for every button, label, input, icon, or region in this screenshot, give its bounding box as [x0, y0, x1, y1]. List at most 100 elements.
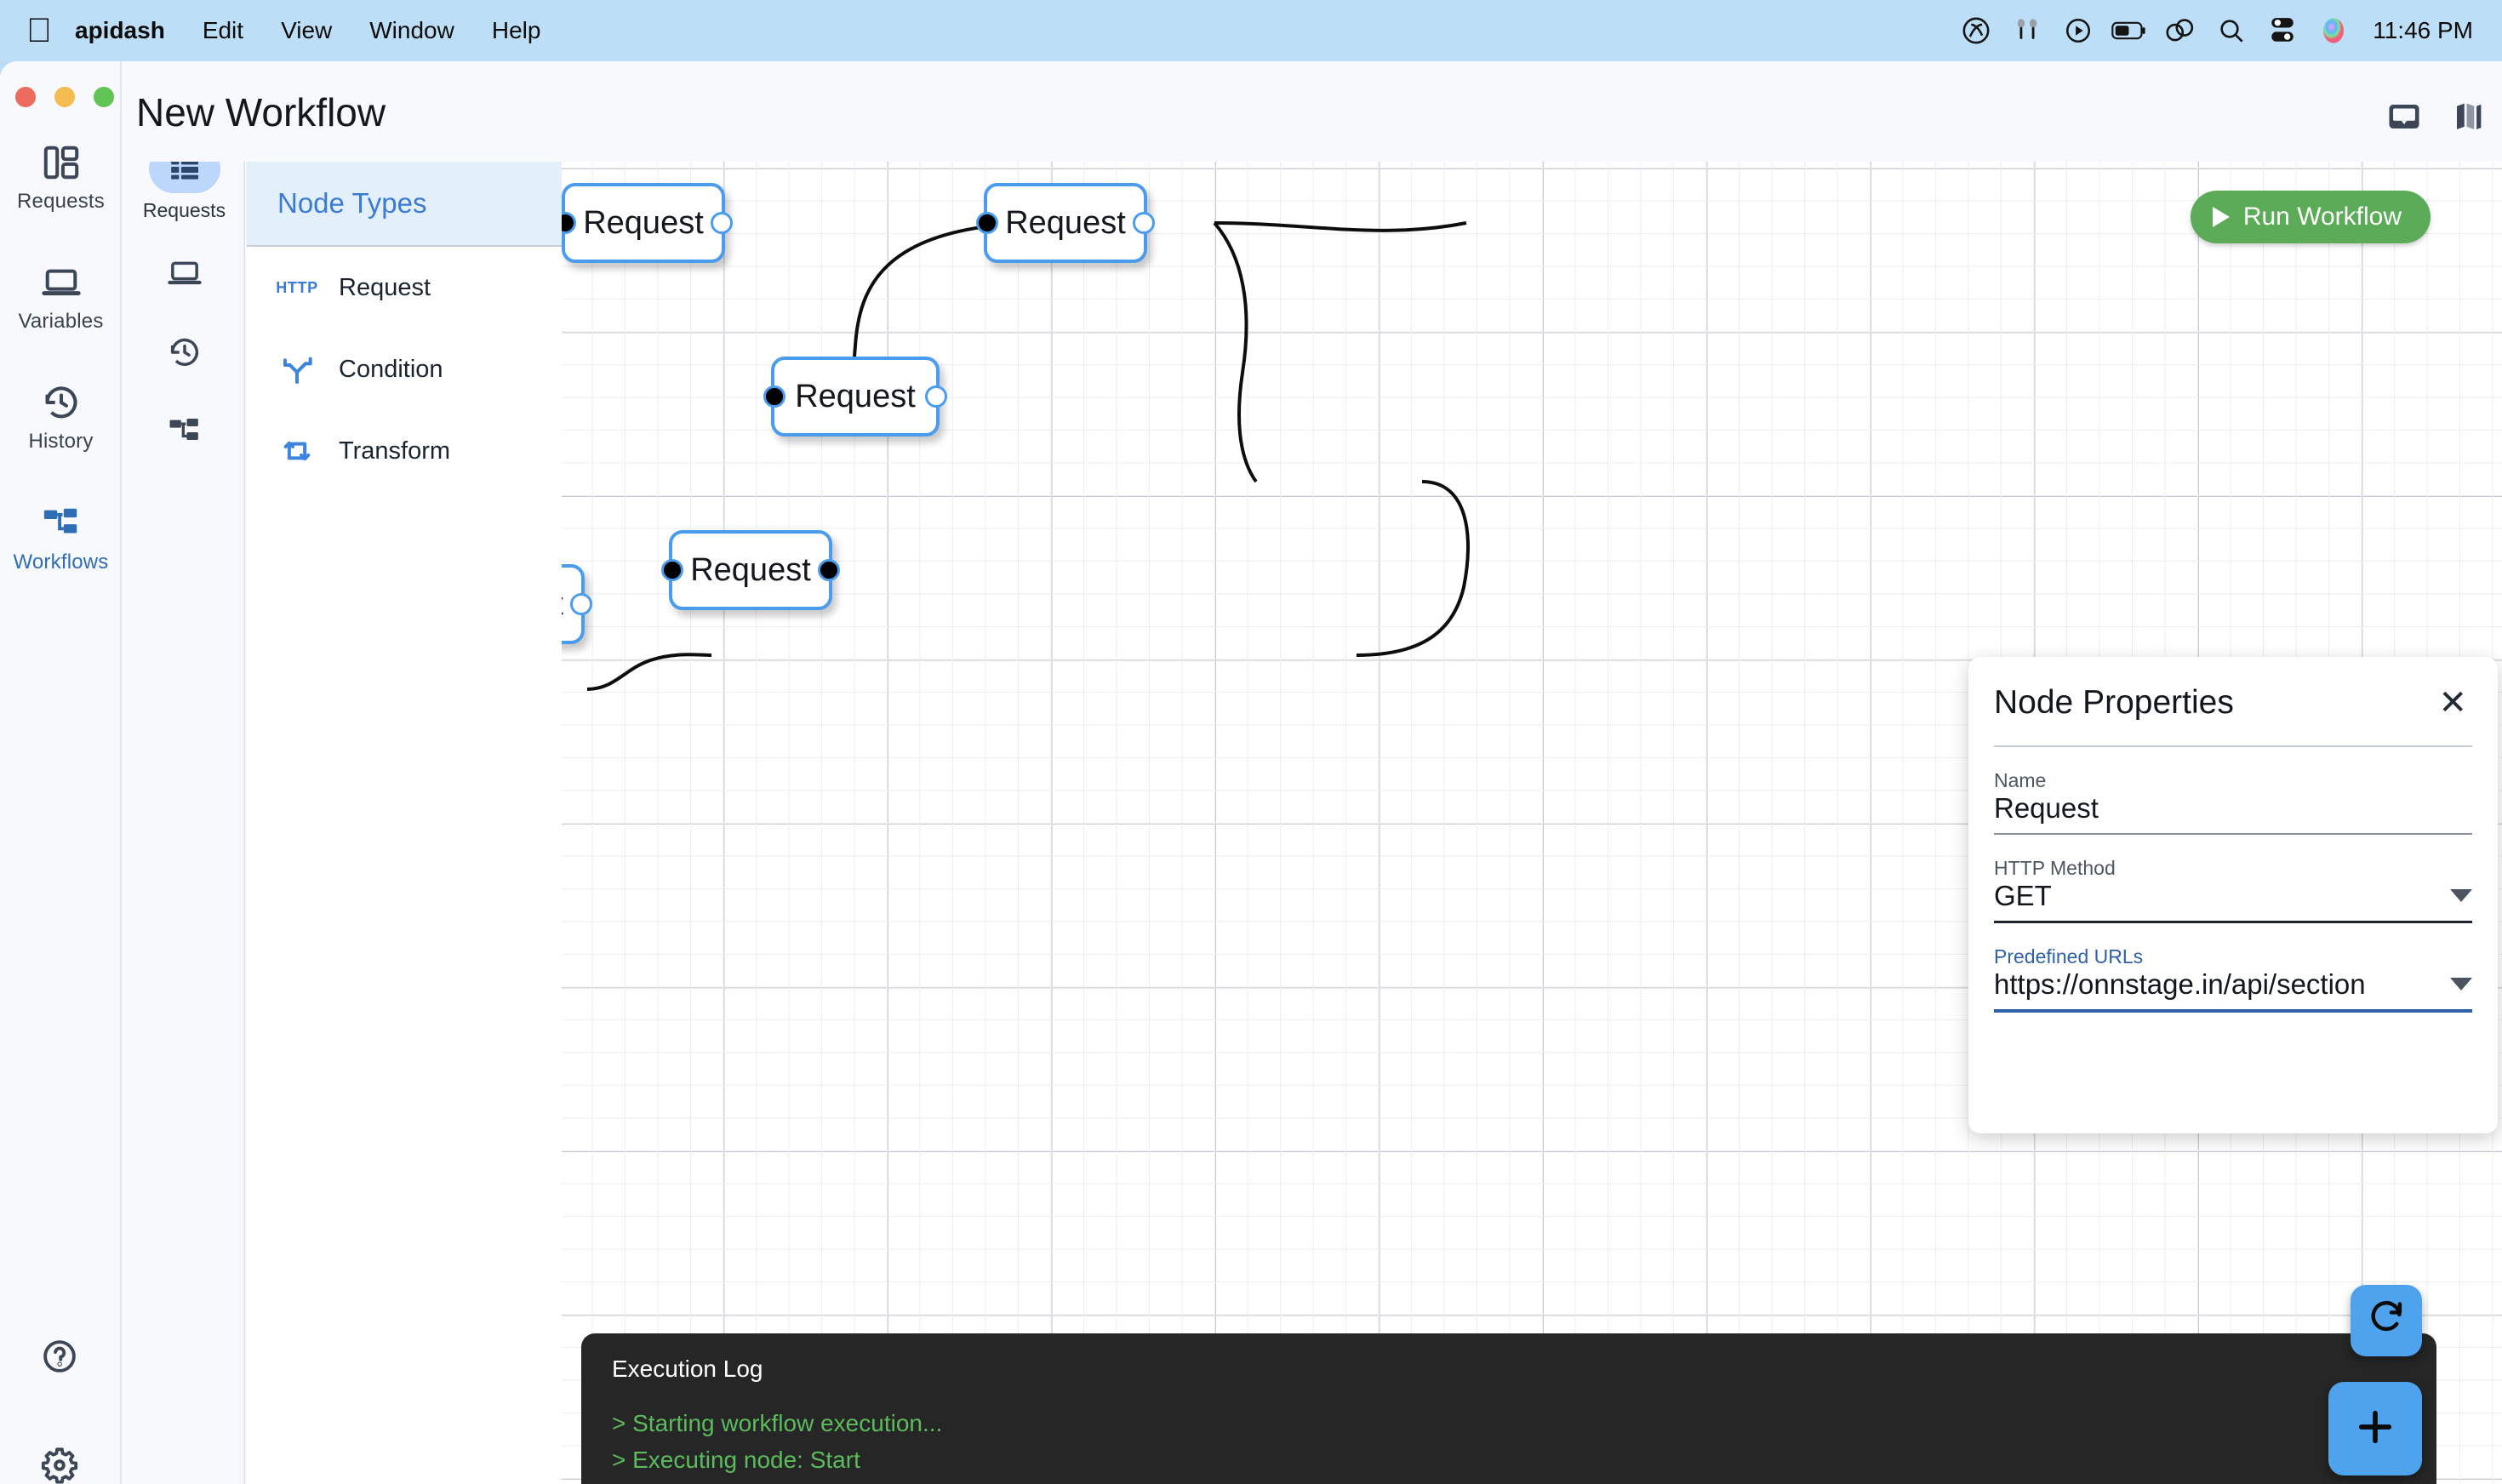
- zoom-button[interactable]: [94, 87, 114, 107]
- node-output-port[interactable]: [818, 559, 840, 581]
- node-types-panel: Node Types HTTP Request Condition T: [247, 162, 562, 1484]
- node-type-condition[interactable]: Condition: [247, 328, 562, 410]
- sidebar-item-requests[interactable]: Requests: [0, 143, 122, 214]
- predefined-urls-dropdown[interactable]: https://onnstage.in/api/section: [1994, 968, 2472, 1009]
- link-chain-icon[interactable]: [2155, 16, 2206, 45]
- node-input-port[interactable]: [976, 212, 998, 234]
- laptop-icon: [149, 248, 220, 298]
- node-input-port[interactable]: [562, 212, 576, 234]
- menu-item-window[interactable]: Window: [369, 17, 454, 43]
- map-overview-icon[interactable]: [2449, 97, 2488, 136]
- creative-cloud-icon[interactable]: [1951, 16, 2002, 45]
- page-title: New Workflow: [136, 90, 386, 134]
- node-label: Request: [1005, 204, 1126, 241]
- menu-item-view[interactable]: View: [281, 17, 333, 43]
- workflow-icon: [149, 407, 220, 456]
- menu-item-apidash[interactable]: apidash: [75, 17, 165, 43]
- log-line: > Starting workflow execution...: [612, 1410, 943, 1436]
- menu-item-help[interactable]: Help: [491, 17, 541, 43]
- log-line: > Executing node: Start: [612, 1447, 860, 1474]
- sidebar-item-workflows[interactable]: Workflows: [0, 504, 122, 574]
- plus-icon: [2353, 1394, 2397, 1464]
- workflow-node-request-3[interactable]: Request: [763, 357, 947, 437]
- field-http-method: HTTP Method GET: [1994, 857, 2472, 923]
- workflow-node-request-1[interactable]: Request: [562, 183, 733, 263]
- rail2-item-variables[interactable]: [123, 248, 245, 298]
- node-output-port[interactable]: [925, 385, 947, 408]
- rail2-item-workflows[interactable]: [123, 407, 245, 456]
- node-type-request[interactable]: HTTP Request: [247, 247, 562, 328]
- panel-toggle-icon[interactable]: [2385, 97, 2424, 136]
- play-icon: [2212, 207, 2230, 227]
- minimize-button[interactable]: [54, 87, 75, 107]
- chevron-down-icon: [2450, 978, 2472, 990]
- rail2-item-history[interactable]: [123, 328, 245, 377]
- help-circle-icon[interactable]: [41, 1338, 78, 1379]
- node-label: Request: [583, 204, 704, 241]
- field-predefined-urls: Predefined URLs https://onnstage.in/api/…: [1994, 945, 2472, 1013]
- apple-logo-icon[interactable]: : [22, 14, 56, 48]
- sidebar-item-history[interactable]: History: [0, 383, 122, 454]
- window-traffic-lights: [15, 87, 114, 107]
- node-input-port[interactable]: [763, 385, 785, 408]
- field-name: Name Request: [1994, 769, 2472, 835]
- crop-transform-icon: [277, 434, 317, 468]
- http-method-dropdown[interactable]: GET: [1994, 880, 2472, 921]
- http-icon: HTTP: [276, 278, 318, 296]
- log-line: Workflow started: [612, 1479, 2406, 1484]
- node-properties-title: Node Properties: [1994, 684, 2234, 721]
- menu-bar-clock[interactable]: 11:46 PM: [2373, 17, 2473, 43]
- primary-sidebar: Requests Variables History: [0, 61, 122, 1484]
- branch-icon: [277, 352, 317, 386]
- field-label: HTTP Method: [1994, 857, 2116, 879]
- execution-log-lines: > Starting workflow execution... > Execu…: [612, 1405, 2406, 1484]
- http-method-value: GET: [1994, 880, 2052, 911]
- node-properties-header: Node Properties ✕: [1994, 684, 2472, 722]
- dashboard-icon: [42, 143, 81, 182]
- workflow-node-request-2[interactable]: Request: [976, 183, 1155, 263]
- sidebar-item-label: History: [28, 430, 94, 453]
- node-type-transform[interactable]: Transform: [247, 410, 562, 492]
- siri-icon[interactable]: [2308, 15, 2359, 46]
- run-workflow-label: Run Workflow: [2242, 203, 2402, 231]
- app-window: Requests Variables History: [0, 61, 2502, 1484]
- name-input-value[interactable]: Request: [1994, 792, 2099, 824]
- history-icon: [42, 383, 81, 422]
- field-underline: [1994, 921, 2472, 923]
- node-types-header[interactable]: Node Types: [247, 162, 562, 247]
- close-button[interactable]: [15, 87, 36, 107]
- predefined-url-value: https://onnstage.in/api/section: [1994, 968, 2366, 1000]
- sidebar-item-label: Variables: [18, 310, 104, 333]
- node-properties-panel: Node Properties ✕ Name Request HTTP Meth…: [1968, 657, 2498, 1133]
- workflow-node-request-4[interactable]: Request: [661, 530, 840, 610]
- search-icon[interactable]: [2206, 17, 2257, 44]
- divider: [1994, 745, 2472, 747]
- now-playing-icon[interactable]: [2053, 16, 2104, 45]
- workflow-node-request-5[interactable]: Request: [562, 564, 592, 644]
- node-output-port[interactable]: [711, 212, 733, 234]
- execution-log-panel: Execution Log > Starting workflow execut…: [581, 1285, 2436, 1484]
- node-output-port[interactable]: [570, 593, 592, 615]
- macos-menu-bar:  apidash Edit View Window Help: [0, 0, 2502, 61]
- airpods-icon[interactable]: [2002, 16, 2053, 45]
- run-workflow-button[interactable]: Run Workflow: [2190, 191, 2431, 243]
- close-icon[interactable]: ✕: [2438, 684, 2467, 722]
- refresh-fab[interactable]: [2351, 1285, 2422, 1356]
- sidebar-item-label: Requests: [17, 190, 105, 213]
- node-type-label: Request: [339, 273, 431, 301]
- battery-icon[interactable]: [2104, 16, 2155, 45]
- menu-item-edit[interactable]: Edit: [202, 17, 244, 43]
- rail2-item-label: Requests: [142, 199, 226, 221]
- execution-log-title: Execution Log: [612, 1356, 763, 1382]
- laptop-icon: [41, 263, 81, 302]
- workflow-icon: [42, 504, 81, 543]
- node-type-label: Transform: [339, 437, 451, 465]
- node-input-port[interactable]: [661, 559, 683, 581]
- sidebar-item-variables[interactable]: Variables: [0, 263, 122, 334]
- control-center-icon[interactable]: [2257, 16, 2308, 45]
- field-value-row[interactable]: Request: [1994, 792, 2472, 833]
- node-output-port[interactable]: [1133, 212, 1155, 234]
- gear-icon[interactable]: [41, 1447, 78, 1484]
- secondary-icon-rail: Requests: [123, 61, 245, 1484]
- add-fab[interactable]: [2328, 1382, 2422, 1475]
